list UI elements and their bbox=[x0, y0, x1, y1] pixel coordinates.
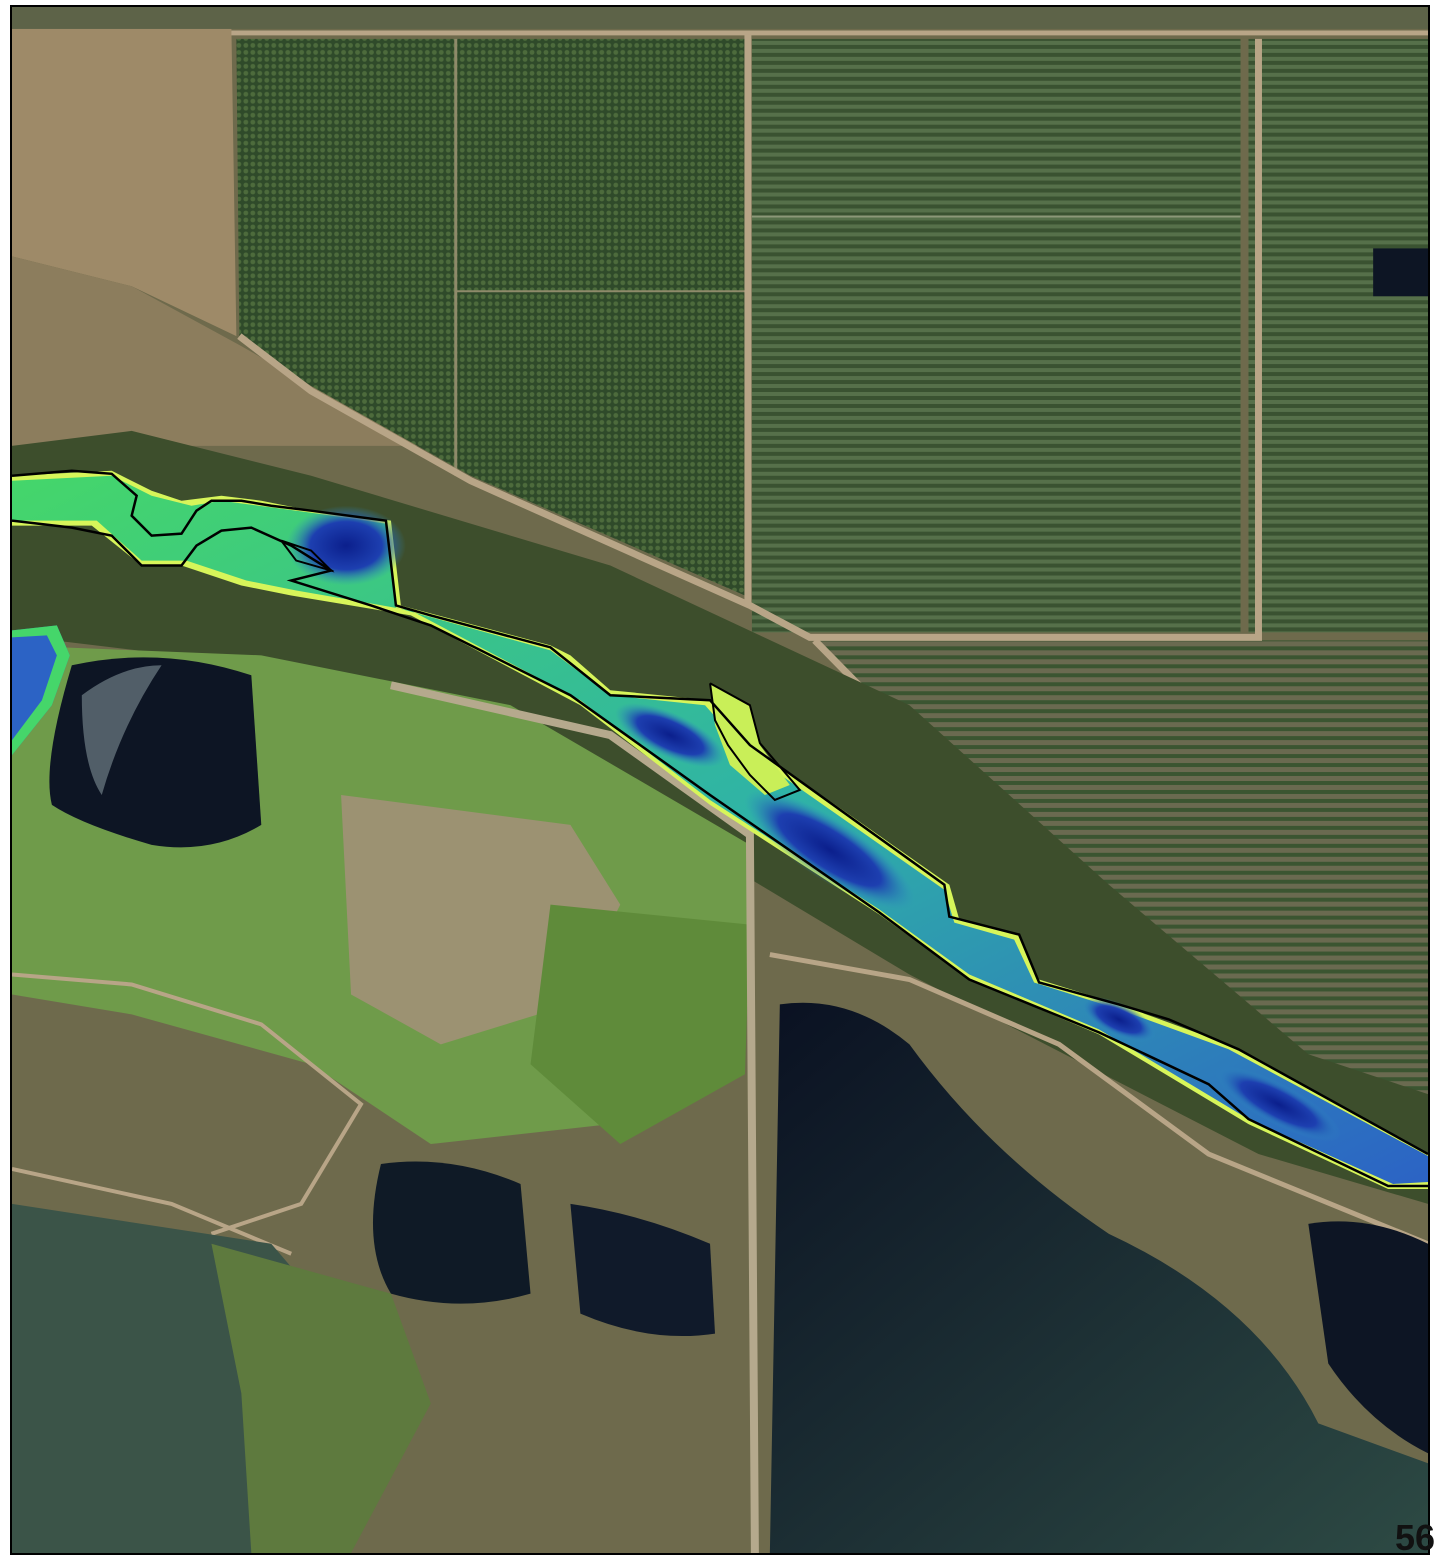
island-boundary bbox=[280, 539, 335, 573]
river-deep-pool bbox=[615, 702, 726, 768]
orchard-middle bbox=[751, 38, 1241, 633]
bare-field bbox=[12, 26, 237, 337]
river-deep-pool bbox=[744, 789, 915, 910]
side-channel-boundary bbox=[709, 682, 802, 802]
pond-west bbox=[49, 657, 262, 848]
orchard-southeast bbox=[814, 640, 1428, 1100]
strip-field bbox=[211, 1243, 431, 1553]
flow-boundary bbox=[12, 469, 1428, 1156]
grass-patch bbox=[530, 904, 750, 1145]
pond-west-reflection bbox=[81, 665, 162, 795]
river-side-channel bbox=[710, 683, 790, 795]
river-west-pond-edge bbox=[12, 625, 70, 756]
lake-southeast bbox=[1308, 1221, 1428, 1454]
orchard-west bbox=[236, 38, 745, 596]
road-south bbox=[769, 952, 1428, 1247]
river-mid-green bbox=[12, 475, 1428, 1184]
flow-boundary bbox=[12, 519, 1428, 1188]
trail bbox=[12, 972, 364, 1236]
trail bbox=[12, 1167, 292, 1256]
top-road bbox=[12, 7, 1428, 29]
lake-south bbox=[769, 1002, 1428, 1553]
small-pond bbox=[1373, 248, 1428, 297]
gravel-road bbox=[390, 681, 759, 1553]
pond-south-center bbox=[570, 1203, 716, 1337]
pond-south-small bbox=[372, 1161, 531, 1304]
map-canvas bbox=[12, 7, 1428, 1553]
page-number: 56 bbox=[1394, 1517, 1435, 1558]
aerial-map bbox=[10, 5, 1430, 1555]
river-deep-pool bbox=[1216, 1066, 1341, 1142]
orchard-east bbox=[1248, 38, 1428, 633]
river-deep-pool bbox=[1082, 997, 1156, 1042]
